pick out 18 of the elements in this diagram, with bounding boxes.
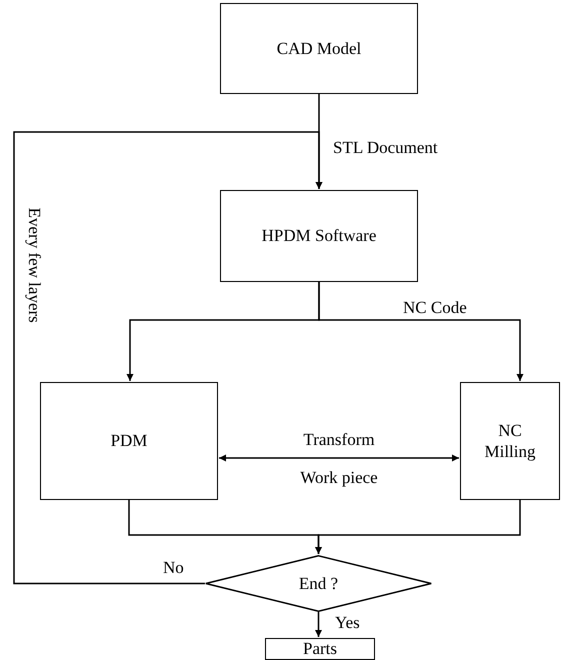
node-label: CAD Model (276, 38, 362, 60)
arrow (219, 454, 459, 462)
node-label: NC Milling (483, 420, 536, 462)
process-box (220, 190, 418, 282)
process-box (460, 382, 560, 500)
arrow (315, 612, 322, 637)
node-label: HPDM Software (262, 225, 376, 247)
arrow (318, 282, 524, 381)
arrow (315, 500, 521, 554)
decision-diamond (205, 555, 432, 612)
process-box (220, 3, 418, 94)
process-box (40, 382, 218, 500)
process-box (265, 638, 375, 660)
node-label: End ? (298, 572, 338, 594)
node-label: PDM (110, 430, 148, 452)
note-label: Every few layers (24, 206, 44, 325)
arrow (13, 131, 322, 584)
node-label: Parts (303, 638, 337, 660)
